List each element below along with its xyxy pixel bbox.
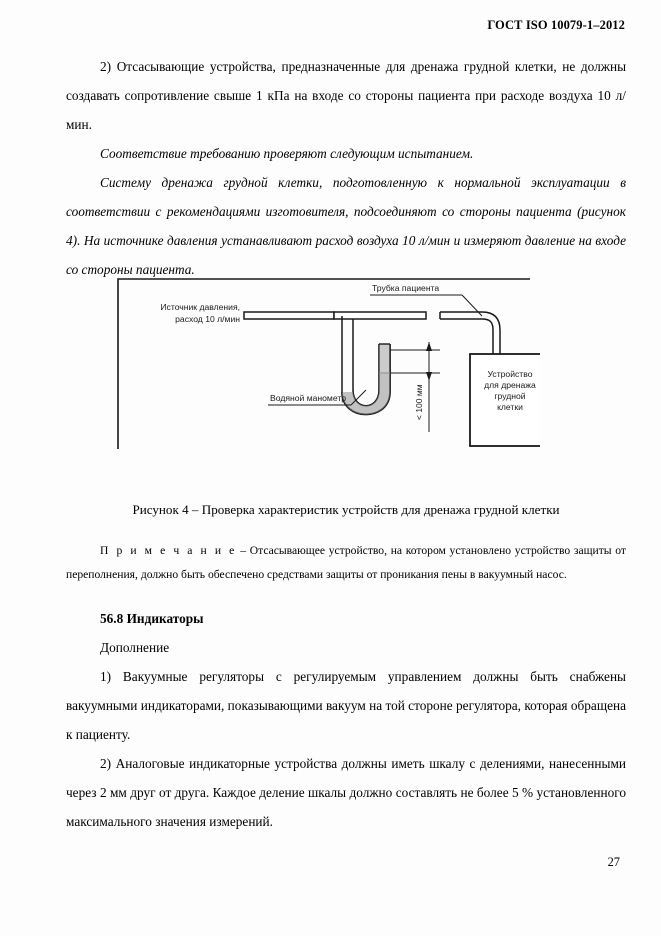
pressure-source-label-line-2: расход 10 л/мин	[175, 314, 240, 324]
note-block: П р и м е ч а н и е – Отсасывающее устро…	[66, 539, 626, 587]
subheading-addition: Дополнение	[100, 640, 170, 655]
spacer	[66, 522, 626, 539]
patient-tube	[439, 311, 501, 362]
figure-4-svg: < 100 мм Устройство для дренажа грудной …	[117, 278, 540, 449]
patient-tube-label: Трубка пациента	[370, 283, 483, 317]
note-text: – Отсасывающее устройство, на котором ус…	[66, 544, 626, 581]
section-heading-indicators: 56.8 Индикаторы	[100, 611, 204, 626]
figure-caption: Рисунок 4 – Проверка характеристик устро…	[132, 502, 560, 517]
chest-drainage-device-box: Устройство для дренажа грудной клетки	[469, 353, 540, 447]
page-number: 27	[607, 855, 620, 869]
water-manometer-label: Водяной манометр	[268, 389, 367, 406]
pressure-source-tube	[243, 311, 427, 320]
device-label-line-4: клетки	[497, 402, 523, 412]
document-body: 2) Отсасывающие устройства, предназначен…	[66, 52, 626, 836]
height-dimension-label: < 100 мм	[414, 384, 424, 420]
paragraph-vacuum-regulators: 1) Вакуумные регуляторы с регулируемым у…	[66, 669, 626, 742]
figure-4-diagram: < 100 мм Устройство для дренажа грудной …	[0, 272, 661, 472]
water-manometer-label-text: Водяной манометр	[270, 393, 346, 403]
device-label-line-2: для дренажа	[484, 380, 536, 390]
patient-tube-label-text: Трубка пациента	[372, 283, 439, 293]
pressure-source-label: Источник давления, расход 10 л/мин	[160, 302, 240, 324]
device-label-line-1: Устройство	[488, 369, 533, 379]
spacer	[66, 587, 626, 604]
manometer-left-leg	[341, 316, 354, 392]
paragraph-analog-indicators: 2) Аналоговые индикаторные устройства до…	[66, 756, 626, 829]
pressure-source-label-line-1: Источник давления,	[160, 302, 240, 312]
page-header-standard-number: ГОСТ ISO 10079-1–2012	[487, 18, 625, 32]
height-dimension: < 100 мм	[390, 342, 440, 432]
note-label: П р и м е ч а н и е	[100, 544, 237, 557]
figure-frame	[117, 278, 530, 449]
paragraph-suction-device-requirement: 2) Отсасывающие устройства, предназначен…	[66, 59, 626, 132]
paragraph-test-procedure: Систему дренажа грудной клетки, подготов…	[66, 175, 626, 277]
water-manometer-u-tube	[341, 343, 391, 416]
device-label-line-3: грудной	[494, 391, 525, 401]
paragraph-compliance-statement: Соответствие требованию проверяют следую…	[100, 146, 474, 161]
